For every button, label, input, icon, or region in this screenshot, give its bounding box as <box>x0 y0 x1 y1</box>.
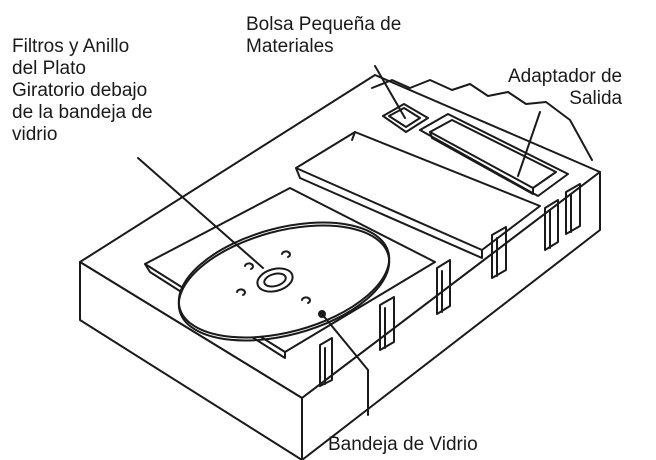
glass-tray <box>177 221 391 342</box>
leader-glass-tray-dot <box>318 310 326 318</box>
label-filters-line-4: de la bandeja de <box>12 102 153 123</box>
label-outlet-adapter: Adaptador de Salida <box>508 66 622 110</box>
label-glass-tray-line-1: Bandeja de Vidrio <box>328 434 478 455</box>
label-filters-line-5: vidrio <box>12 124 58 145</box>
label-small-bag-line-1: Bolsa Pequeña de <box>246 14 402 35</box>
label-filters-line-3: Giratorio debajo <box>12 80 148 101</box>
label-small-bag: Bolsa Pequeña de Materiales <box>246 14 401 58</box>
label-filters: Filtros y Anillo del Plato Giratorio deb… <box>12 36 153 146</box>
label-outlet-adapter-line-2: Salida <box>569 88 623 109</box>
label-filters-line-1: Filtros y Anillo <box>12 36 130 57</box>
label-small-bag-line-2: Materiales <box>246 36 334 57</box>
small-bag-pocket <box>382 103 429 133</box>
leader-small-bag <box>374 65 406 119</box>
middle-compartment <box>295 131 541 259</box>
front-slots <box>319 183 581 387</box>
label-glass-tray: Bandeja de Vidrio <box>328 434 478 456</box>
label-filters-line-2: del Plato <box>12 58 86 79</box>
adapter-compartment <box>419 113 569 197</box>
label-outlet-adapter-line-1: Adaptador de <box>508 66 623 87</box>
leader-adapter <box>517 111 541 177</box>
leader-filters <box>137 157 264 269</box>
leader-lines <box>137 65 541 416</box>
leader-glass-tray <box>321 313 369 416</box>
